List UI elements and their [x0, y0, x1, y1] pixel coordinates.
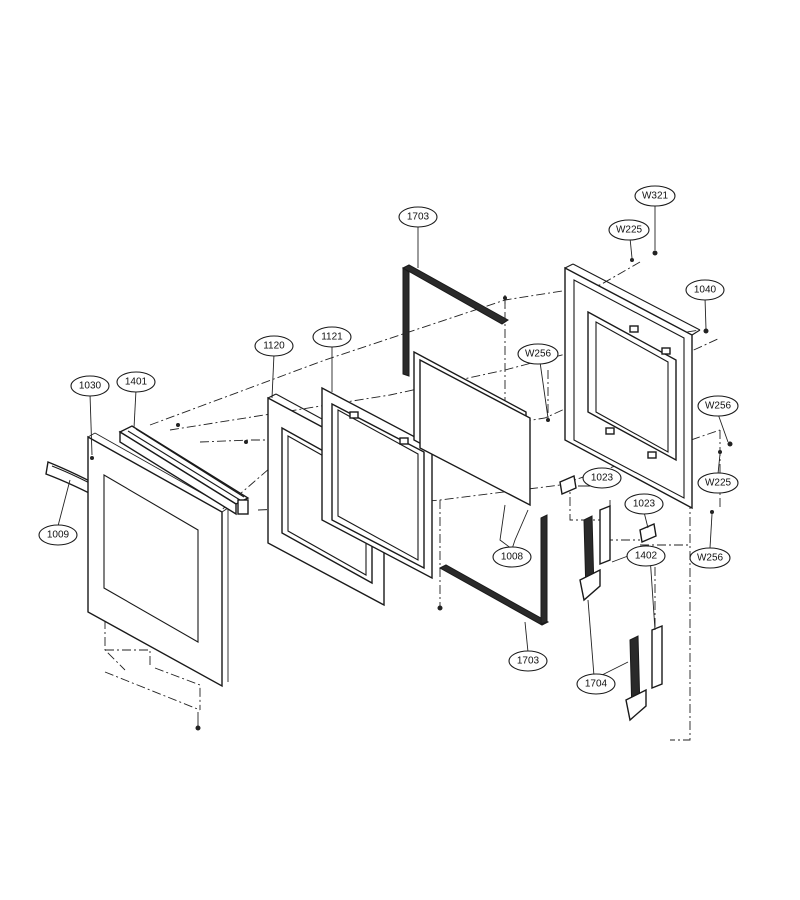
- part-1402-hinge-covers: [599, 504, 663, 690]
- callout-1120: 1120: [254, 335, 294, 357]
- callout-1008: 1008: [492, 546, 532, 568]
- callout-label: W256: [525, 349, 552, 360]
- callout-1401: 1401: [116, 371, 156, 393]
- callout-w256-mid: W256: [517, 343, 559, 365]
- callouts: W321 W225 1703 1040 1121 1120 W256 1030: [38, 185, 739, 695]
- callout-label: W225: [616, 225, 643, 236]
- callout-w225-top: W225: [608, 219, 650, 241]
- callout-label: 1023: [591, 473, 614, 484]
- part-1401-vent-trim: [118, 425, 250, 516]
- callout-1704: 1704: [576, 673, 616, 695]
- callout-label: 1009: [47, 530, 70, 541]
- callout-label: 1703: [517, 656, 540, 667]
- callout-1040: 1040: [685, 279, 725, 301]
- callout-leaders: [57, 205, 729, 677]
- part-1008-glass-panel: [413, 350, 531, 507]
- part-1703-top-strip: [401, 264, 509, 377]
- callout-label: 1703: [407, 212, 430, 223]
- callout-1023-a: 1023: [582, 467, 622, 489]
- part-1030-outer-door: [87, 432, 229, 688]
- callout-w256-right: W256: [697, 395, 739, 417]
- part-1023-brackets: [559, 475, 657, 543]
- callout-label: W321: [642, 191, 669, 202]
- callout-1703-bottom: 1703: [508, 650, 548, 672]
- part-1040-door-liner: [564, 263, 701, 510]
- screws: [90, 250, 733, 731]
- part-1703-bottom-strip: [438, 514, 550, 626]
- callout-1703-top: 1703: [398, 206, 438, 228]
- callout-w321: W321: [634, 185, 676, 207]
- callout-label: 1120: [263, 341, 285, 352]
- callout-w225-right: W225: [697, 472, 739, 494]
- part-1121-gasket-frame: [321, 386, 433, 580]
- callout-1402: 1402: [626, 545, 666, 567]
- callout-w256-low: W256: [689, 547, 731, 569]
- callout-label: W256: [705, 401, 732, 412]
- callout-label: W256: [697, 553, 724, 564]
- callout-label: 1401: [125, 377, 148, 388]
- callout-1009: 1009: [38, 524, 78, 546]
- callout-label: 1704: [585, 679, 608, 690]
- callout-label: 1040: [694, 285, 717, 296]
- callout-1023-b: 1023: [624, 493, 664, 515]
- part-1704-hinges: [579, 515, 647, 722]
- callout-label: 1023: [633, 499, 656, 510]
- callout-label: 1121: [321, 332, 343, 343]
- callout-label: 1402: [635, 551, 658, 562]
- callout-label: 1030: [79, 381, 102, 392]
- callout-1030: 1030: [70, 375, 110, 397]
- callout-1121: 1121: [312, 326, 352, 348]
- callout-label: 1008: [501, 552, 524, 563]
- callout-label: W225: [705, 478, 732, 489]
